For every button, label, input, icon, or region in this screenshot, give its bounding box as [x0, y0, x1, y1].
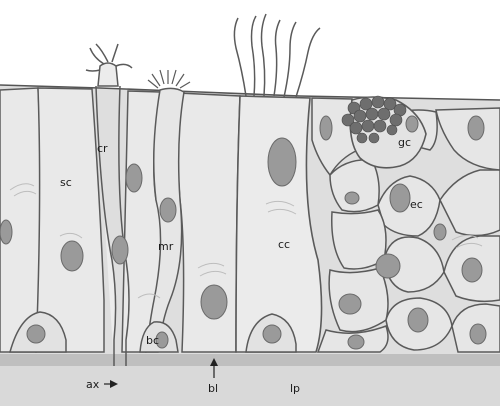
basal-lamina-band: [0, 352, 500, 366]
label-ec: ec: [410, 198, 423, 211]
label-lp: lp: [290, 382, 300, 395]
label-ax: ax: [86, 378, 100, 391]
label-mr: mr: [158, 240, 174, 253]
label-cr: cr: [97, 142, 108, 155]
lamina-propria: [0, 362, 500, 406]
label-gc: gc: [398, 136, 411, 149]
label-sc: sc: [60, 176, 72, 189]
label-bc: bc: [146, 334, 159, 347]
label-cc: cc: [278, 238, 290, 251]
label-bl: bl: [208, 382, 218, 395]
